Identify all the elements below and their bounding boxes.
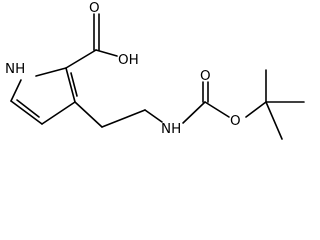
bond-cooh-oh bbox=[95, 49, 118, 57]
bond-ch2-ch2 bbox=[101, 109, 146, 128]
bond-c4-c5-inner bbox=[16, 99, 40, 118]
bond-ester-o-tbu bbox=[245, 101, 267, 118]
atom-label-nh-carbamate: NH bbox=[161, 121, 181, 137]
bond-c2-cooh bbox=[65, 49, 97, 69]
bond-c2-c3-inner bbox=[70, 72, 78, 97]
chemical-structure-diagram: NH O OH NH O O bbox=[5, 0, 305, 140]
atom-label-o-carbamate-ester: O bbox=[230, 113, 241, 129]
bond-ch2-nh bbox=[144, 109, 163, 123]
bond-n1-c2 bbox=[35, 67, 67, 77]
atom-label-o-acid-carbonyl: O bbox=[89, 0, 100, 16]
bond-c3-c4 bbox=[41, 101, 76, 125]
bond-c5-n1 bbox=[10, 79, 22, 102]
bond-tbu-methyl-down bbox=[265, 101, 283, 140]
bond-c4-c5 bbox=[10, 100, 43, 125]
atom-label-oh-acid: OH bbox=[118, 52, 139, 68]
bond-c3-ch2 bbox=[74, 101, 103, 128]
atom-label-o-carbamate-carbonyl: O bbox=[200, 68, 211, 84]
bond-c2-c3 bbox=[65, 67, 76, 103]
atom-label-nh-pyrrole: NH bbox=[5, 61, 25, 77]
bond-carbonyl-ester-o bbox=[204, 101, 230, 118]
bond-nh-carbonyl bbox=[182, 101, 206, 124]
